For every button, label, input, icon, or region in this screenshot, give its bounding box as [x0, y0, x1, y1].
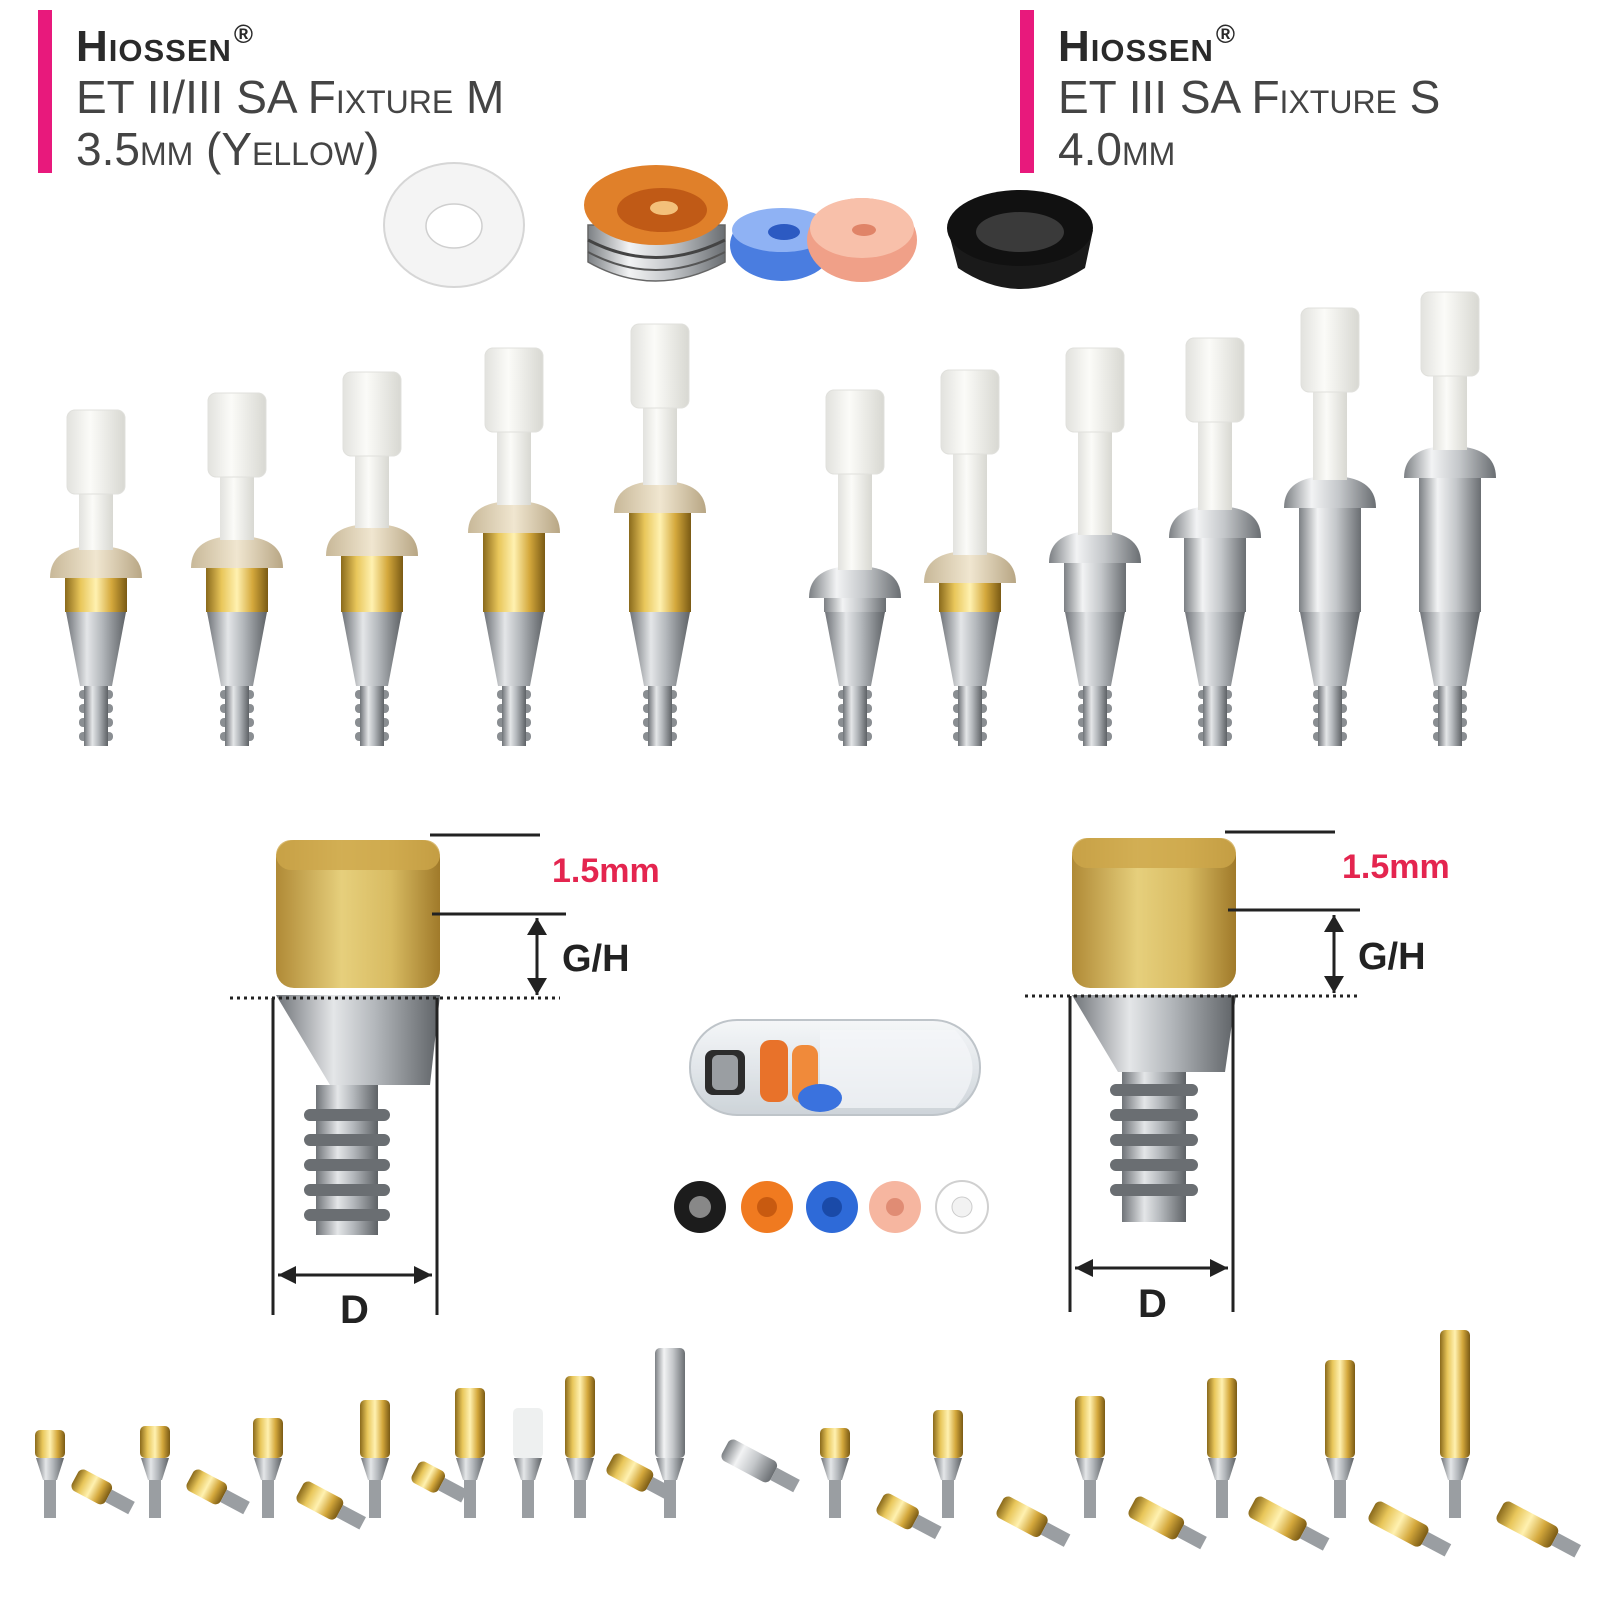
- insert-black: [947, 190, 1093, 289]
- mini-abutment-tilted-1: [71, 1469, 135, 1515]
- right-abutment-2: [924, 369, 1016, 746]
- mini-abutment-21: [933, 1410, 963, 1518]
- mini-abutment-tilted-22: [1128, 1496, 1207, 1550]
- left-abutment-3: [326, 371, 418, 746]
- left-fixture-line: ET II/III SA Fixture M: [76, 71, 505, 123]
- right-gh-label: G/H: [1358, 936, 1426, 978]
- mini-abutment-tilted-24: [1368, 1501, 1452, 1557]
- mini-abutment-23: [1207, 1378, 1237, 1518]
- right-diameter-label: D: [1138, 1282, 1167, 1326]
- mini-abutment-24: [1325, 1360, 1355, 1518]
- mini-abutment-5: [455, 1388, 485, 1518]
- mini-abutment-20: [820, 1428, 850, 1518]
- insert-blue: [730, 208, 834, 281]
- mini-abutment-3: [253, 1418, 283, 1518]
- mini-abutment-6: [513, 1408, 543, 1518]
- mini-abutment-4: [360, 1400, 390, 1518]
- capsule-package: [689, 1019, 981, 1116]
- left-abutment-1: [50, 409, 142, 746]
- left-diameter-label: D: [340, 1288, 369, 1332]
- left-gh-label: G/H: [562, 938, 630, 980]
- right-abutment-3: [1049, 347, 1141, 746]
- mini-abutment-tilted-3: [296, 1481, 366, 1530]
- right-accent-bar: [1020, 10, 1034, 173]
- mini-abutment-tilted-23: [1248, 1496, 1330, 1551]
- left-size-line: 3.5mm (Yellow): [76, 123, 380, 175]
- mini-abutment-tilted-20: [876, 1493, 942, 1540]
- right-fixture-line: ET III SA Fixture S: [1058, 71, 1441, 123]
- insert-white-ring: [383, 162, 525, 288]
- left-abutment-2: [191, 392, 283, 746]
- mini-abutment-7: [565, 1376, 595, 1518]
- insert-orange-housing: [584, 165, 728, 282]
- mini-abutment-1: [35, 1430, 65, 1518]
- left-header-text: Hiossen® ET II/III SA Fixture M 3.5mm (Y…: [76, 10, 504, 175]
- left-dimension-diagram: [230, 833, 566, 1315]
- left-abutment-row: [50, 323, 706, 746]
- mini-abutment-2: [140, 1426, 170, 1518]
- right-dimension-diagram: [1025, 830, 1360, 1312]
- right-brand-name: Hiossen®: [1058, 19, 1237, 71]
- left-thread: [304, 1109, 390, 1221]
- insert-sample-row: [674, 1180, 989, 1234]
- left-collar-label: 1.5mm: [552, 852, 660, 890]
- mini-abutment-tilted-6: [721, 1439, 800, 1493]
- mini-abutment-25: [1440, 1330, 1470, 1518]
- right-collar-label: 1.5mm: [1342, 848, 1450, 886]
- mini-abutment-tilted-4: [411, 1461, 468, 1503]
- right-abutment-5: [1284, 307, 1376, 746]
- right-abutment-6: [1404, 291, 1496, 746]
- right-size-line: 4.0mm: [1058, 123, 1176, 175]
- right-abutment-row: [809, 291, 1496, 746]
- left-accent-bar: [38, 10, 52, 173]
- mini-abutment-tilted-5: [606, 1453, 676, 1502]
- right-abutment-1: [809, 389, 901, 746]
- right-abutment-4: [1169, 337, 1261, 746]
- left-brand-name: Hiossen®: [76, 19, 255, 71]
- insert-pink: [807, 198, 917, 282]
- mini-abutment-tilted-2: [186, 1469, 250, 1515]
- bottom-abutment-row: [35, 1330, 1581, 1558]
- mini-abutment-22: [1075, 1396, 1105, 1518]
- left-abutment-5: [614, 323, 706, 746]
- mini-abutment-tilted-25: [1496, 1501, 1581, 1558]
- left-abutment-4: [468, 347, 560, 746]
- mini-abutment-tilted-21: [996, 1496, 1071, 1547]
- right-header-text: Hiossen® ET III SA Fixture S 4.0mm: [1058, 10, 1440, 175]
- right-thread: [1110, 1084, 1198, 1196]
